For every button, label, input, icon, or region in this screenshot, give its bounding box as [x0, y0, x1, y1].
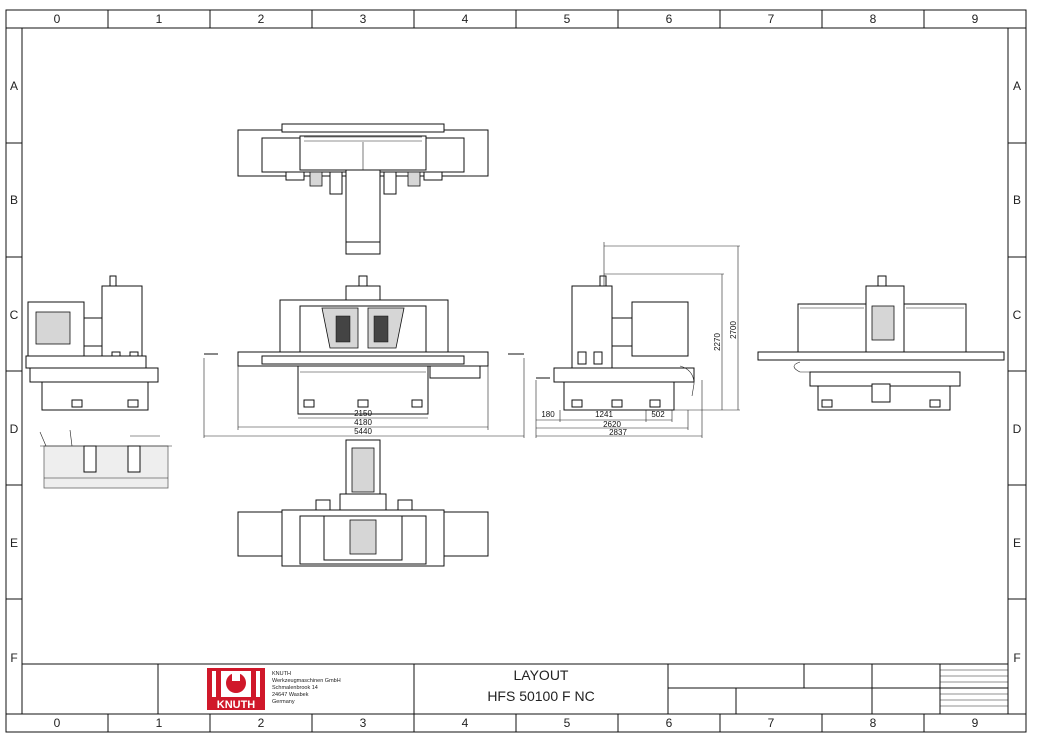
dim-side-b: 1241	[595, 410, 613, 419]
col-label-top: 3	[360, 12, 367, 26]
col-label-top: 5	[564, 12, 571, 26]
row-ticks	[6, 142, 1026, 600]
top-view	[237, 123, 489, 255]
col-label-bottom: 5	[564, 716, 571, 730]
col-label-top: 0	[54, 12, 61, 26]
model-name: HFS 50100 F NC	[487, 688, 594, 704]
row-label-right: D	[1013, 422, 1022, 436]
drawing-title: LAYOUT	[514, 667, 569, 683]
foundation-detail	[39, 429, 172, 489]
dim-side-a: 180	[541, 410, 555, 419]
row-label-right: A	[1013, 79, 1021, 93]
col-label-bottom: 2	[258, 716, 265, 730]
dim-side-total2: 2837	[609, 428, 627, 437]
dim-front-mid: 4180	[354, 418, 372, 427]
row-label-left: A	[10, 79, 18, 93]
row-label-right: C	[1013, 308, 1022, 322]
company-name: KNUTH	[272, 671, 291, 677]
row-label-right: E	[1013, 536, 1021, 550]
col-label-top: 9	[972, 12, 979, 26]
row-label-left: D	[10, 422, 19, 436]
dim-front-outer: 5440	[354, 427, 372, 436]
col-label-bottom: 1	[156, 716, 163, 730]
col-label-top: 1	[156, 12, 163, 26]
col-label-bottom: 0	[54, 716, 61, 730]
col-label-bottom: 7	[768, 716, 775, 730]
col-label-bottom: 6	[666, 716, 673, 730]
row-label-right: B	[1013, 193, 1021, 207]
row-label-left: B	[10, 193, 18, 207]
col-label-bottom: 9	[972, 716, 979, 730]
dim-front-inner: 2150	[354, 409, 372, 418]
col-label-top: 2	[258, 12, 265, 26]
row-label-left: C	[10, 308, 19, 322]
dim-side-c: 502	[651, 410, 665, 419]
outer-frame	[5, 9, 1027, 733]
row-label-left: E	[10, 536, 18, 550]
company-country: Germany	[272, 699, 295, 705]
row-label-right: F	[1013, 651, 1020, 665]
rear-view	[757, 275, 1005, 411]
left-side-view	[25, 275, 159, 411]
col-label-bottom: 4	[462, 716, 469, 730]
title-block	[21, 663, 1009, 715]
column-ticks	[107, 10, 925, 732]
col-label-top: 7	[768, 12, 775, 26]
col-label-bottom: 8	[870, 716, 877, 730]
company-city: 24647 Wasbek	[272, 692, 309, 698]
dim-height-1: 2270	[713, 333, 722, 351]
dim-height-2: 2700	[729, 321, 738, 339]
col-label-top: 8	[870, 12, 877, 26]
col-label-top: 6	[666, 12, 673, 26]
company-street: Schmalenbrook 14	[272, 685, 318, 691]
col-label-top: 4	[462, 12, 469, 26]
logo-wordmark: KNUTH	[217, 699, 256, 711]
col-label-bottom: 3	[360, 716, 367, 730]
company-line2: Werkzeugmaschinen GmbH	[272, 678, 341, 684]
knuth-logo: KNUTH	[207, 668, 265, 711]
inner-frame	[21, 27, 1009, 715]
row-label-left: F	[10, 651, 17, 665]
front-view: 2150 4180 5440	[203, 275, 525, 438]
dim-side-total1: 2620	[603, 420, 621, 429]
bottom-view	[237, 439, 489, 567]
right-side-view: 2270 2700 180 1241 502 2620 2837	[535, 242, 740, 438]
